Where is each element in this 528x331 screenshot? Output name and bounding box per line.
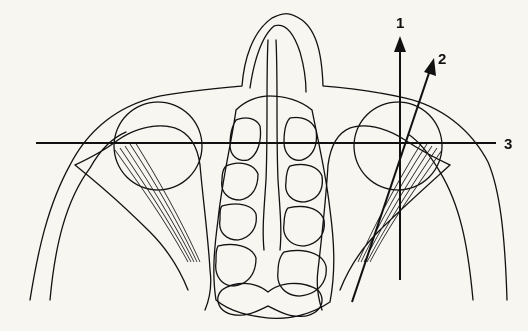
right-eyeball — [354, 102, 442, 190]
nasal-septum — [263, 40, 281, 250]
label-2: 2 — [438, 51, 446, 68]
left-eyeball — [114, 102, 202, 190]
line-2-oblique-axis — [352, 70, 430, 302]
line-2-arrowhead — [424, 58, 436, 76]
line-1-arrowhead — [394, 36, 406, 52]
label-3: 3 — [504, 136, 512, 153]
nasal-tip — [250, 25, 306, 92]
label-1: 1 — [396, 15, 404, 32]
left-orbit-socket — [75, 126, 211, 310]
skull-outline — [30, 14, 507, 300]
left-orbit-floor — [75, 165, 188, 290]
skull-inner-outline — [50, 132, 473, 300]
sphenoid-sinus — [218, 283, 322, 316]
right-orbit-floor — [340, 165, 450, 290]
left-eye-muscles — [115, 142, 200, 262]
